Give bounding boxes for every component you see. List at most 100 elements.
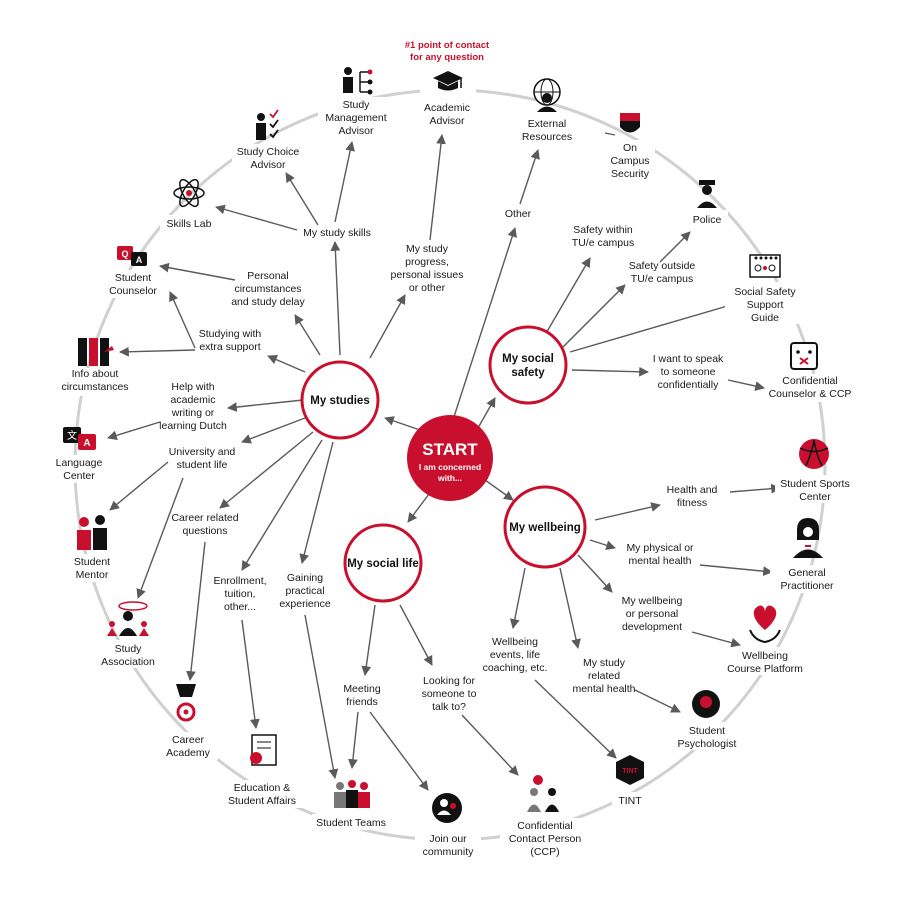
svg-text:Student: Student	[74, 556, 110, 568]
topic-practical: Gaining practical experience	[279, 572, 331, 610]
svg-text:Gaining: Gaining	[287, 572, 323, 584]
svg-text:Health and: Health and	[667, 484, 718, 496]
topic-career-q: Career related questions	[171, 512, 238, 537]
svg-text:Student Affairs: Student Affairs	[228, 795, 296, 807]
svg-text:friends: friends	[346, 696, 378, 708]
svg-text:Education &: Education &	[234, 782, 291, 794]
svg-text:Career related: Career related	[171, 512, 238, 524]
svg-text:Resources: Resources	[522, 131, 572, 143]
books-icon	[78, 338, 114, 366]
svg-text:My study skills: My study skills	[303, 227, 371, 239]
hub-my-social-safety[interactable]: My social safety	[488, 325, 568, 405]
resource-police[interactable]: Police	[688, 180, 728, 226]
svg-text:for any question: for any question	[410, 52, 484, 63]
resource-campus-security[interactable]: On Campus Security	[605, 113, 655, 182]
resource-psychologist[interactable]: Student Psychologist	[675, 690, 739, 750]
resource-study-management[interactable]: Study Management Advisor	[318, 67, 394, 139]
checklist-person-icon	[256, 109, 279, 140]
svg-text:Center: Center	[799, 491, 831, 503]
topic-personal-delay: Personal circumstances and study delay	[231, 270, 305, 308]
svg-text:Wellbeing: Wellbeing	[492, 636, 538, 648]
svg-text:Academy: Academy	[166, 747, 211, 759]
resource-confidential-counselor[interactable]: Confidential Counselor & CCP	[765, 342, 855, 402]
svg-text:My study: My study	[583, 657, 626, 669]
resource-sports-center[interactable]: Student Sports Center	[775, 439, 855, 503]
resource-tint[interactable]: TINT TINT	[612, 755, 648, 808]
speech-box-icon	[790, 342, 818, 370]
topic-safety-outside: Safety outside TU/e campus	[629, 260, 696, 285]
svg-text:mental health: mental health	[628, 555, 691, 567]
svg-text:Study: Study	[343, 99, 371, 111]
resource-student-teams[interactable]: Student Teams	[312, 780, 390, 830]
resource-community[interactable]: Join our community	[415, 793, 481, 858]
resource-skills-lab[interactable]: Skills Lab	[160, 177, 218, 231]
svg-text:Security: Security	[611, 168, 650, 180]
resource-info-circumstances[interactable]: Info about circumstances	[55, 338, 135, 396]
resource-study-choice[interactable]: Study Choice Advisor	[232, 109, 306, 172]
svg-text:A: A	[136, 255, 143, 265]
svg-text:Counselor: Counselor	[109, 285, 157, 297]
svg-text:Skills Lab: Skills Lab	[167, 218, 212, 230]
resource-language-center[interactable]: 文 A Language Center	[48, 427, 110, 483]
graduation-cap-icon	[433, 71, 463, 91]
resource-external[interactable]: External Resources	[515, 78, 579, 144]
svg-text:writing or: writing or	[171, 407, 215, 419]
hub-my-wellbeing[interactable]: My wellbeing	[503, 485, 587, 569]
svg-text:circumstances: circumstances	[234, 283, 301, 295]
resource-study-association[interactable]: Study Association	[95, 601, 161, 668]
svg-text:Q: Q	[121, 249, 128, 259]
svg-text:Meeting: Meeting	[343, 683, 381, 695]
topic-speak-confidential: I want to speak to someone confidentiall…	[653, 353, 724, 391]
svg-text:fitness: fitness	[677, 497, 707, 509]
hub-my-social-life[interactable]: My social life	[343, 523, 423, 603]
svg-text:Student: Student	[115, 272, 151, 284]
resource-academic-advisor[interactable]: Academic Advisor	[420, 71, 476, 127]
svg-text:Language: Language	[56, 457, 103, 469]
hub-label: safety	[511, 367, 545, 379]
medal-icon	[176, 684, 196, 722]
svg-text:student life: student life	[177, 459, 228, 471]
svg-text:events, life: events, life	[490, 649, 540, 661]
svg-text:to someone: to someone	[661, 366, 716, 378]
svg-text:TINT: TINT	[622, 768, 638, 775]
svg-text:Course Platform: Course Platform	[727, 663, 803, 675]
svg-text:talk to?: talk to?	[432, 701, 466, 713]
resource-career-academy[interactable]: Career Academy	[158, 684, 218, 760]
svg-text:Mentor: Mentor	[76, 569, 109, 581]
resource-general-practitioner[interactable]: General Practitioner	[770, 518, 840, 593]
svg-text:Looking for: Looking for	[423, 675, 475, 687]
resource-education-affairs[interactable]: Education & Student Affairs	[222, 734, 304, 808]
police-officer-icon	[697, 180, 717, 208]
svg-text:circumstances: circumstances	[61, 381, 128, 393]
svg-text:Confidential: Confidential	[517, 820, 572, 832]
svg-text:TU/e campus: TU/e campus	[572, 237, 634, 249]
svg-text:Advisor: Advisor	[250, 159, 286, 171]
svg-text:Psychologist: Psychologist	[678, 738, 737, 750]
topic-uni-life: University and student life	[169, 446, 236, 471]
resource-student-mentor[interactable]: Student Mentor	[62, 515, 122, 582]
start-node[interactable]: START I am concerned with...	[407, 415, 493, 501]
topic-enrollment: Enrollment, tuition, other...	[213, 575, 266, 613]
svg-text:tuition,: tuition,	[225, 588, 256, 600]
resource-ccp[interactable]: Confidential Contact Person (CCP)	[500, 775, 590, 860]
resource-student-counselor[interactable]: Q A Student Counselor	[102, 246, 164, 298]
svg-text:Counselor & CCP: Counselor & CCP	[769, 388, 852, 400]
svg-text:Support: Support	[747, 299, 784, 311]
svg-text:University and: University and	[169, 446, 236, 458]
svg-text:and study delay: and study delay	[231, 296, 305, 308]
topic-wellbeing-events: Wellbeing events, life coaching, etc.	[483, 636, 548, 674]
svg-text:community: community	[423, 846, 475, 858]
svg-text:Student: Student	[689, 725, 725, 737]
resource-wellbeing-platform[interactable]: Wellbeing Course Platform	[715, 605, 815, 675]
svg-text:Association: Association	[101, 656, 155, 668]
svg-text:Contact Person: Contact Person	[509, 833, 582, 845]
connectors	[107, 132, 781, 791]
guide-document-icon	[749, 254, 781, 278]
svg-text:someone to: someone to	[422, 688, 477, 700]
svg-text:academic: academic	[171, 394, 216, 406]
hub-label: My social	[502, 353, 554, 365]
community-icon	[432, 793, 462, 823]
resource-safety-guide[interactable]: Social Safety Support Guide	[725, 254, 805, 324]
hub-my-studies[interactable]: My studies	[300, 360, 380, 440]
